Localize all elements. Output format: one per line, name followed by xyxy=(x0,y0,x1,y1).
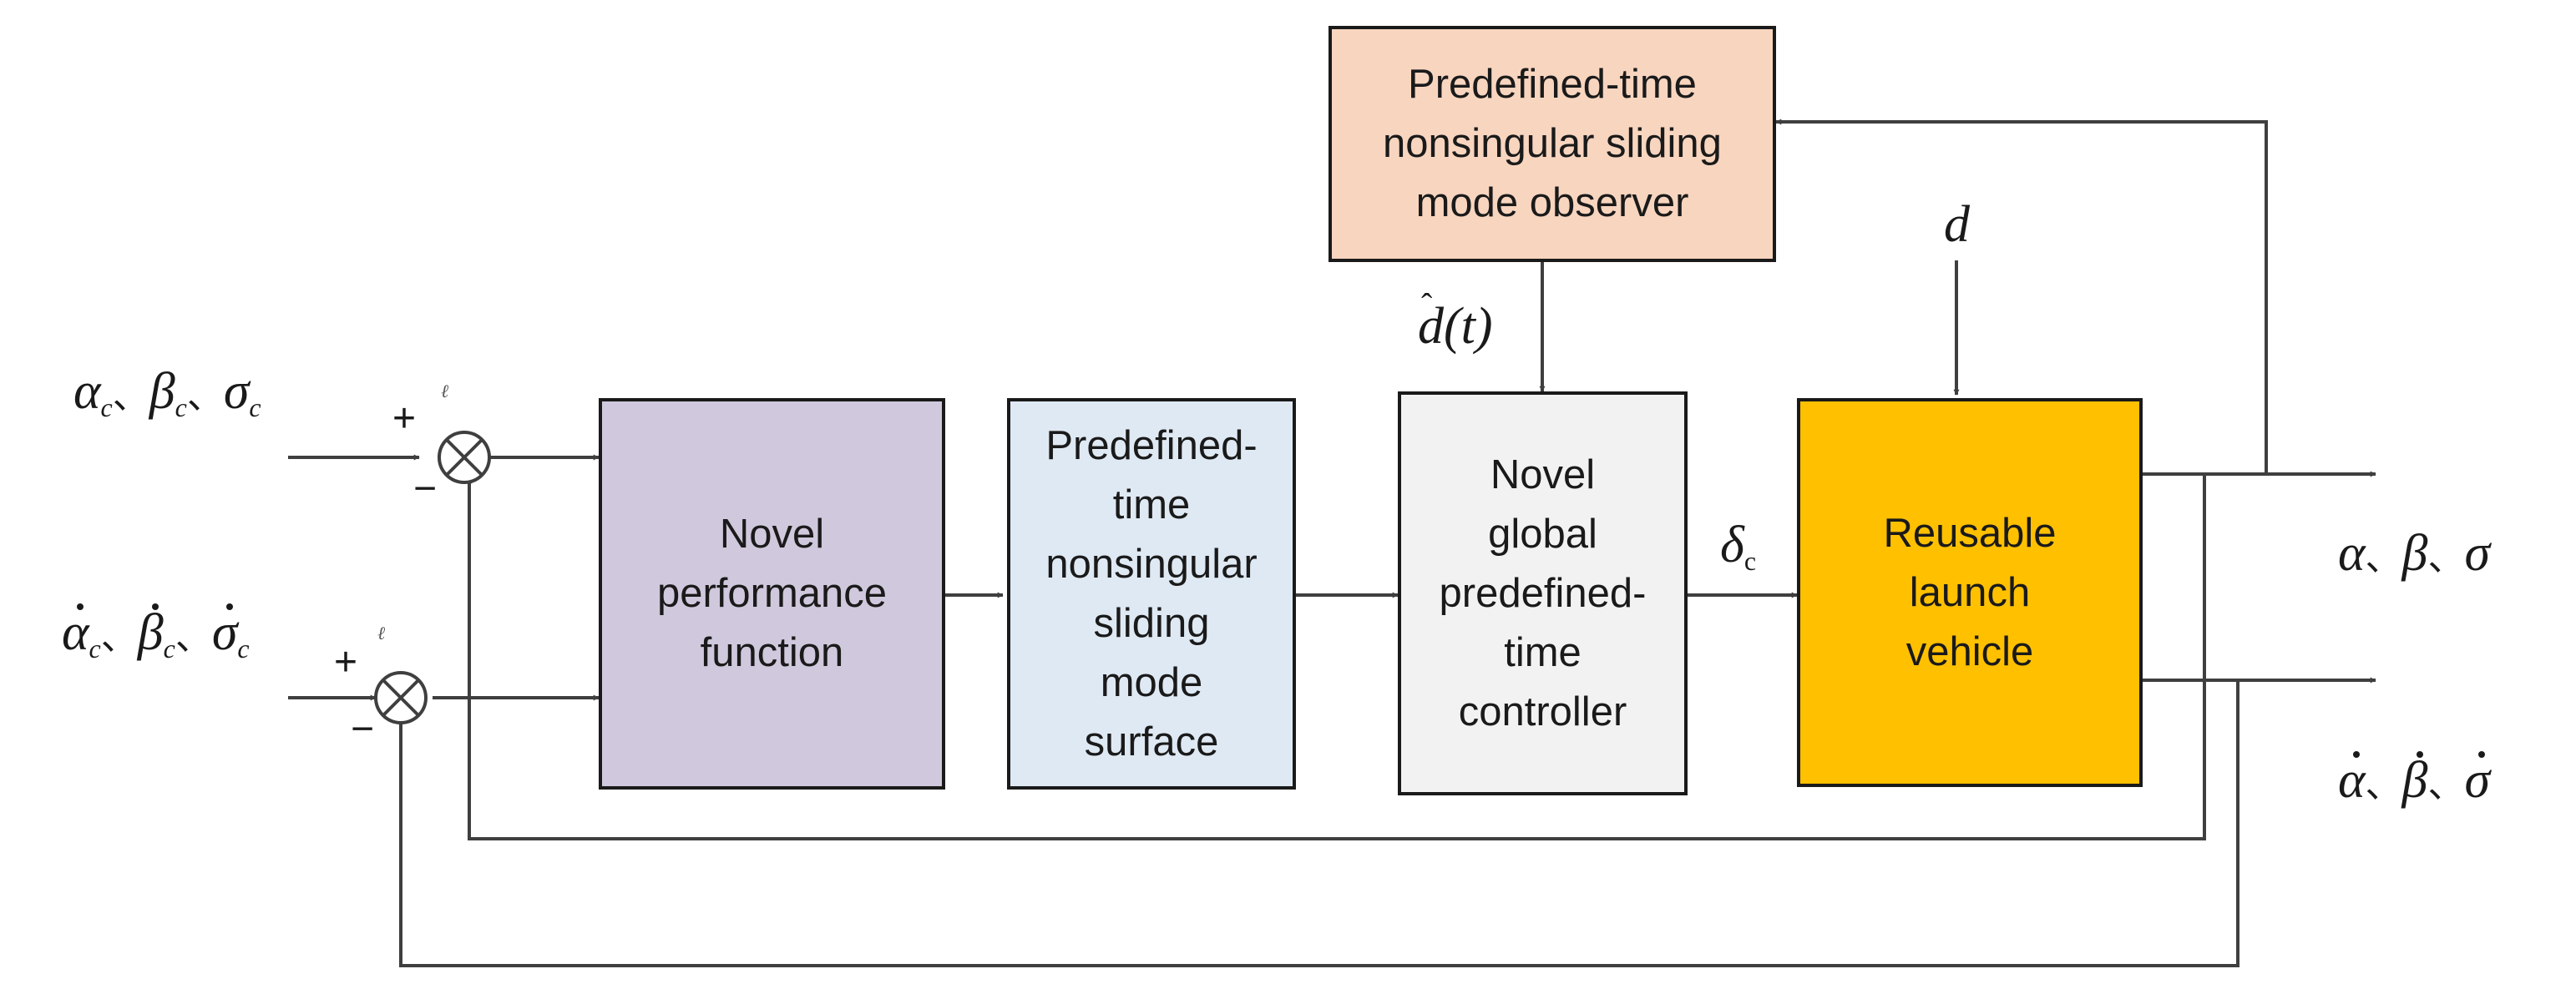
disturbance-label: d xyxy=(1944,196,1970,253)
block-label-line: Predefined- xyxy=(1045,422,1258,468)
output-angles-label: α、β、σ xyxy=(2338,525,2491,582)
observer-block: Predefined-time nonsingular sliding mode o… xyxy=(1328,26,1776,262)
vehicle-label: Reusable launch vehicle xyxy=(1883,504,2056,682)
block-label-line: mode observer xyxy=(1415,180,1689,225)
block-label-line: performance xyxy=(656,571,888,616)
sum2-mark: ℓ xyxy=(377,623,386,643)
performance-function-label: Novel performance function xyxy=(657,505,887,683)
performance-function-block: Novel performance function xyxy=(599,398,945,790)
block-label-line: Predefined-time xyxy=(1408,62,1697,107)
block-label-line: function xyxy=(700,630,844,675)
reference-angles-label: αc、βc、σc xyxy=(73,363,261,422)
controller-block: Novel global predefined-time controller xyxy=(1398,391,1688,795)
angle-feedback-line xyxy=(466,474,2206,840)
sum2-minus-sign: − xyxy=(351,707,375,751)
block-label-line: Reusable xyxy=(1883,510,2057,556)
block-label-line: nonsingular xyxy=(1045,541,1258,587)
block-label-line: time xyxy=(1112,482,1191,527)
block-label-line: mode xyxy=(1100,659,1203,705)
rate-feedback-line xyxy=(397,680,2239,967)
sliding-mode-surface-block: Predefined-time nonsingular sliding mode sur… xyxy=(1007,398,1296,790)
controller-label: Novel global predefined-time controller xyxy=(1440,446,1647,742)
block-label-line: Novel xyxy=(1490,452,1596,497)
observer-label: Predefined-time nonsingular sliding mode o… xyxy=(1383,55,1722,233)
reference-rates-label: αc、βc、σc xyxy=(62,603,250,664)
block-label-line: vehicle xyxy=(1905,628,2034,674)
control-input-label: δc xyxy=(1720,517,1757,576)
block-label-line: nonsingular sliding xyxy=(1383,121,1722,166)
vehicle-block: Reusable launch vehicle xyxy=(1797,398,2143,787)
sum2-plus-sign: + xyxy=(334,640,358,684)
sliding-mode-surface-label: Predefined-time nonsingular sliding mode sur… xyxy=(1045,416,1257,772)
block-label-line: surface xyxy=(1084,719,1219,764)
block-label-line: sliding xyxy=(1093,600,1210,646)
block-label-line: Novel xyxy=(719,512,825,557)
sum1-minus-sign: − xyxy=(413,467,438,511)
summing-junction-1 xyxy=(438,431,491,484)
output-rates-label: α、β、σ xyxy=(2338,751,2491,809)
sum1-mark: ℓ xyxy=(441,381,449,401)
summing-junction-2 xyxy=(374,671,428,724)
block-label-line: controller xyxy=(1458,689,1627,734)
sum1-plus-sign: + xyxy=(392,396,417,441)
block-label-line: global xyxy=(1488,511,1597,557)
observer-feedback-line xyxy=(1775,119,2268,474)
block-label-line: launch xyxy=(1909,569,2031,615)
block-label-line: time xyxy=(1504,629,1582,675)
block-label-line: predefined- xyxy=(1439,570,1647,616)
